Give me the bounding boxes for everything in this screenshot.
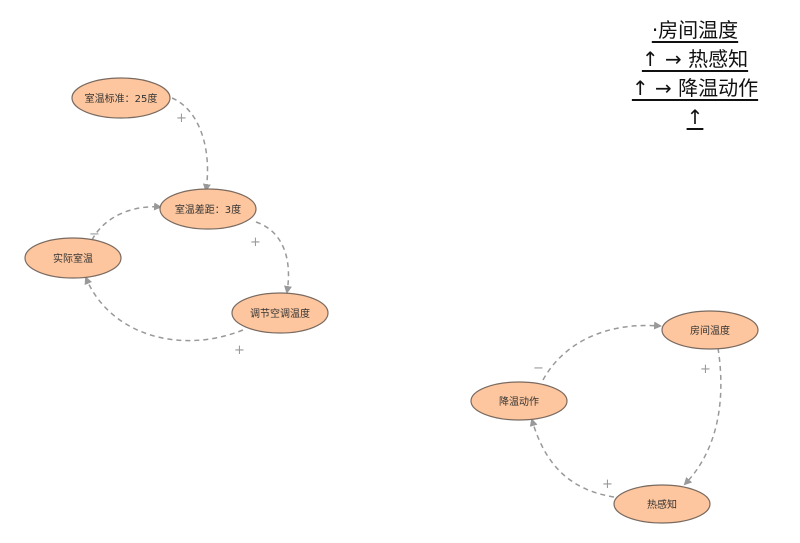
- node-room-temp-gap[interactable]: 室温差距：3度: [159, 188, 257, 230]
- node-adjust-ac-temp[interactable]: 调节空调温度: [231, 292, 329, 334]
- sign-adjust-actual: +: [234, 343, 245, 358]
- legend-line-2: ↑ → 热感知: [641, 47, 749, 71]
- node-label: 热感知: [647, 498, 677, 511]
- node-label: 室温差距：3度: [175, 203, 241, 216]
- sign-standard-gap: +: [176, 111, 187, 126]
- node-room-temp-standard[interactable]: 室温标准：25度: [71, 77, 171, 119]
- node-room-temperature[interactable]: 房间温度: [661, 310, 759, 350]
- edge-heat-to-cooling: [529, 418, 615, 498]
- node-cooling-action[interactable]: 降温动作: [470, 381, 568, 421]
- node-label: 房间温度: [690, 324, 730, 337]
- node-heat-sense[interactable]: 热感知: [613, 484, 711, 524]
- sign-gap-adjust: +: [250, 235, 261, 250]
- edge-gap-to-adjust: [255, 221, 292, 294]
- node-label: 实际室温: [53, 252, 93, 265]
- node-actual-room-temp[interactable]: 实际室温: [24, 237, 122, 279]
- legend-line-3: ↑ → 降温动作: [631, 76, 759, 100]
- sign-actual-gap: −: [89, 227, 100, 242]
- sign-cooling-room: −: [533, 361, 544, 376]
- node-label: 室温标准：25度: [85, 92, 158, 105]
- edge-adjust-to-actual: [84, 276, 244, 342]
- edge-room-to-heat: [683, 347, 722, 486]
- edge-cooling-to-room: [542, 321, 662, 381]
- sign-heat-cooling: +: [602, 477, 613, 492]
- node-label: 调节空调温度: [250, 307, 310, 320]
- sign-room-heat: +: [700, 362, 711, 377]
- legend-note: ·房间温度 ↑ → 热感知 ↑ → 降温动作 ↑: [600, 16, 790, 132]
- legend-line-4: ↑: [686, 105, 704, 129]
- legend-line-1: ·房间温度: [651, 18, 739, 42]
- node-label: 降温动作: [499, 395, 539, 408]
- edge-actual-to-gap: [91, 202, 162, 241]
- edge-standard-to-gap: [171, 97, 211, 192]
